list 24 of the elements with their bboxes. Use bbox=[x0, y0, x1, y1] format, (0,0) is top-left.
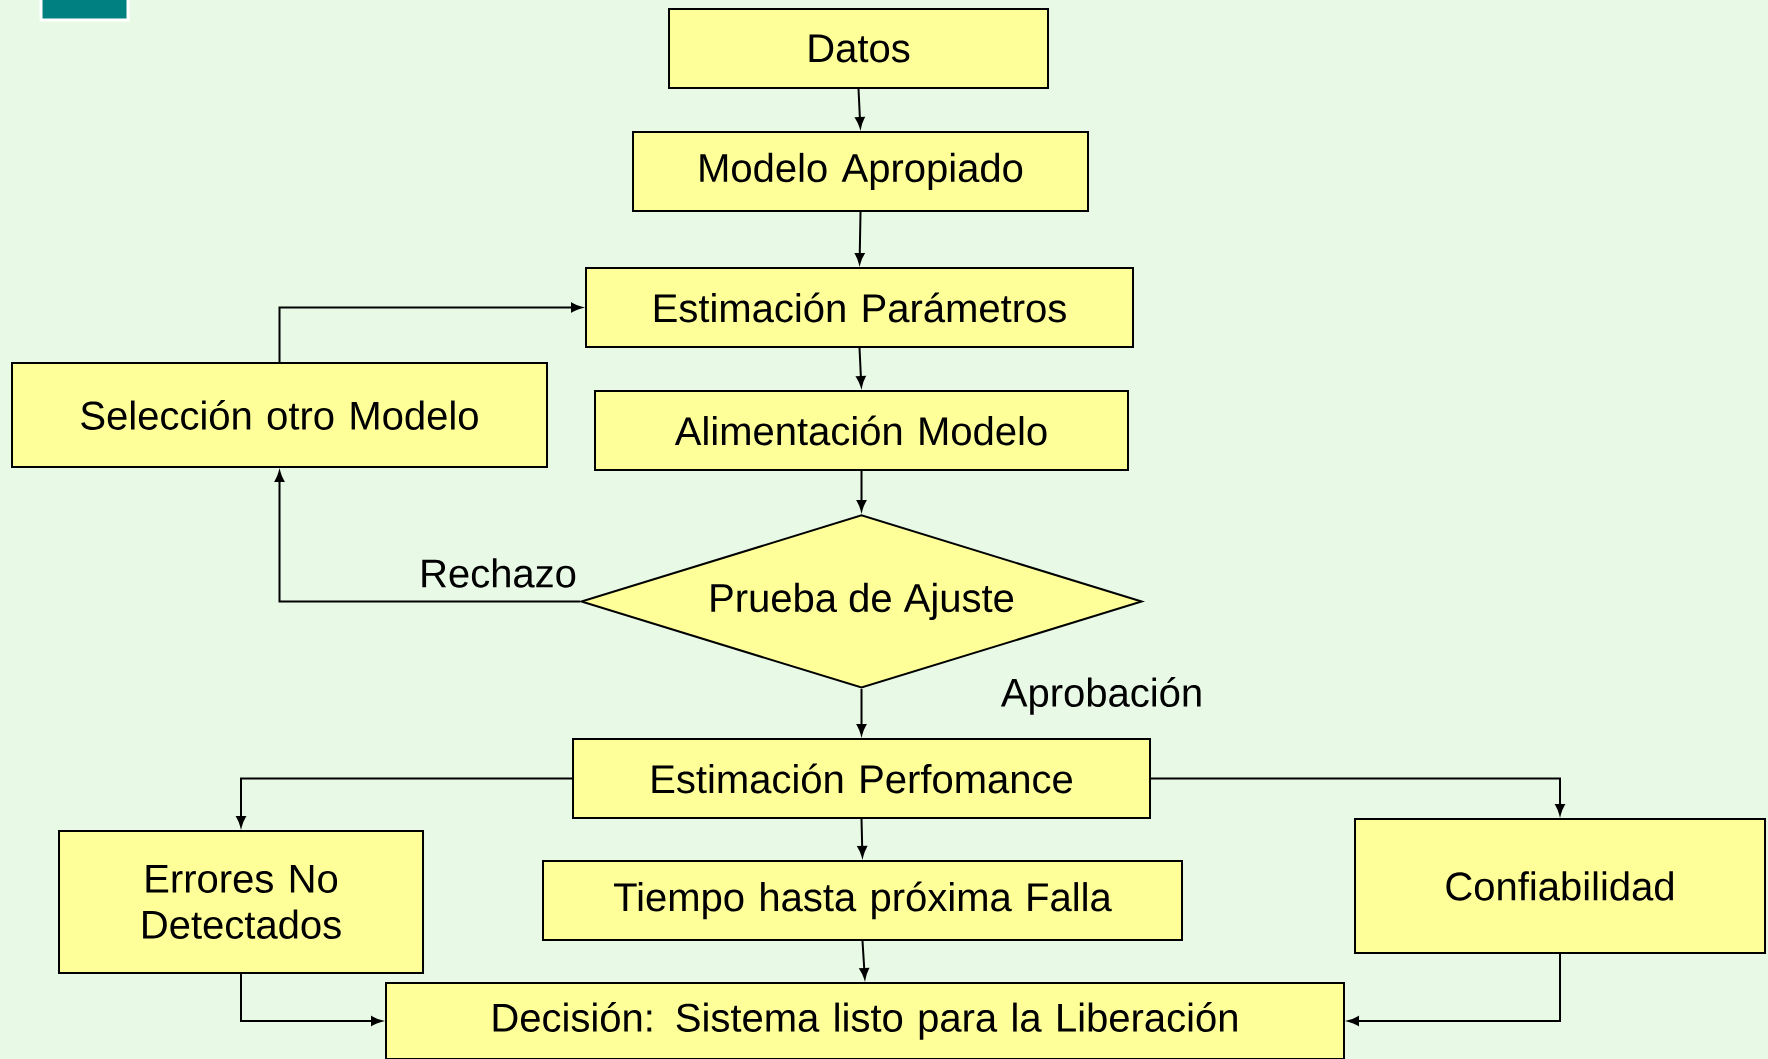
arrow bbox=[859, 940, 869, 980]
arrow bbox=[240, 973, 383, 1026]
arrow bbox=[1347, 953, 1561, 1026]
process-box: Confiabilidad bbox=[1354, 818, 1766, 954]
process-box: Datos bbox=[668, 8, 1049, 89]
process-box: Alimentación Modelo bbox=[594, 390, 1129, 471]
arrow bbox=[856, 347, 866, 388]
process-box: Errores No Detectados bbox=[58, 830, 424, 974]
arrow bbox=[857, 818, 867, 858]
arrow bbox=[856, 470, 867, 512]
arrow bbox=[1150, 777, 1565, 816]
arrow bbox=[274, 470, 581, 603]
process-box: Selección otro Modelo bbox=[11, 362, 548, 468]
arrow bbox=[236, 777, 573, 828]
arrow bbox=[856, 688, 867, 736]
arrow bbox=[278, 302, 583, 363]
process-box: Tiempo hasta próxima Falla bbox=[542, 860, 1183, 941]
arrow bbox=[855, 211, 865, 265]
process-box: Decisión: Sistema listo para la Liberación bbox=[385, 982, 1345, 1059]
process-box: Estimación Parámetros bbox=[585, 267, 1134, 348]
edge-label: Rechazo bbox=[422, 558, 576, 588]
process-box: Modelo Apropiado bbox=[632, 131, 1089, 212]
process-box: Estimación Perfomance bbox=[572, 738, 1151, 819]
arrow bbox=[855, 88, 865, 129]
